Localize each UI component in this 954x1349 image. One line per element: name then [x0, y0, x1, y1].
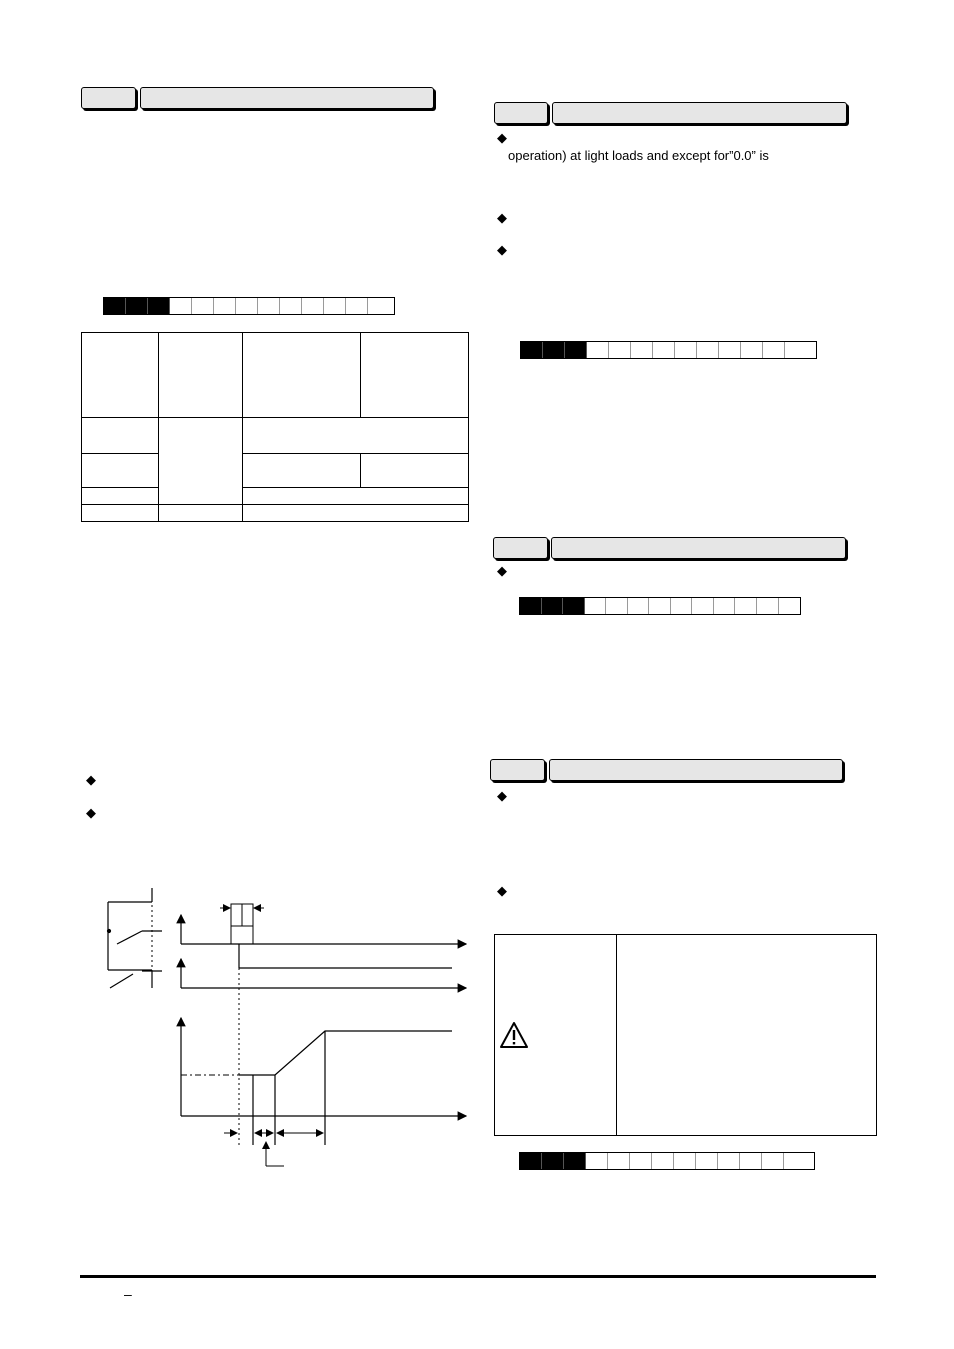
warning-box — [494, 934, 877, 1136]
param-title-box — [552, 102, 847, 124]
timing-diagram — [106, 888, 468, 1167]
switch-symbol — [106, 888, 162, 989]
table-cell — [81, 331, 159, 419]
table-cell — [242, 417, 469, 454]
table-cell — [242, 452, 361, 488]
table-cell — [158, 331, 243, 419]
footer-rule — [80, 1275, 876, 1278]
param-title-box — [140, 87, 434, 109]
diamond-bullet-icon: ◆ — [497, 788, 507, 803]
diamond-bullet-icon: ◆ — [497, 242, 507, 257]
diamond-bullet-icon: ◆ — [86, 772, 96, 787]
param-code-box — [493, 537, 548, 559]
table-cell — [158, 417, 243, 505]
table-cell — [81, 452, 159, 488]
table-cell — [360, 452, 469, 488]
diamond-bullet-icon: ◆ — [497, 210, 507, 225]
bit-indicator-bar — [519, 1152, 815, 1170]
diamond-bullet-icon: ◆ — [497, 130, 507, 145]
table-cell — [81, 417, 159, 454]
param-code-box — [494, 102, 548, 124]
bit-indicator-bar — [519, 597, 801, 615]
diamond-bullet-icon: ◆ — [497, 883, 507, 898]
param-title-box — [551, 537, 846, 559]
diamond-bullet-icon: ◆ — [497, 563, 507, 578]
parameter-table — [81, 331, 469, 523]
warning-icon-cell — [495, 935, 617, 1135]
table-cell — [360, 331, 469, 419]
table-cell — [81, 503, 159, 523]
table-cell — [242, 486, 469, 505]
param-code-box — [490, 759, 545, 781]
bit-indicator-bar — [520, 341, 817, 359]
footer-dash: – — [124, 1286, 132, 1302]
table-cell — [242, 503, 469, 523]
bit-indicator-bar — [103, 297, 395, 315]
param-code-box — [81, 87, 136, 109]
section-text-line: operation) at light loads and except for… — [508, 148, 769, 163]
table-cell — [242, 331, 361, 419]
warning-triangle-icon — [500, 1022, 528, 1048]
table-cell — [81, 486, 159, 505]
param-title-box — [549, 759, 843, 781]
warning-text-cell — [617, 935, 876, 1135]
table-cell — [158, 503, 243, 523]
diamond-bullet-icon: ◆ — [86, 805, 96, 820]
